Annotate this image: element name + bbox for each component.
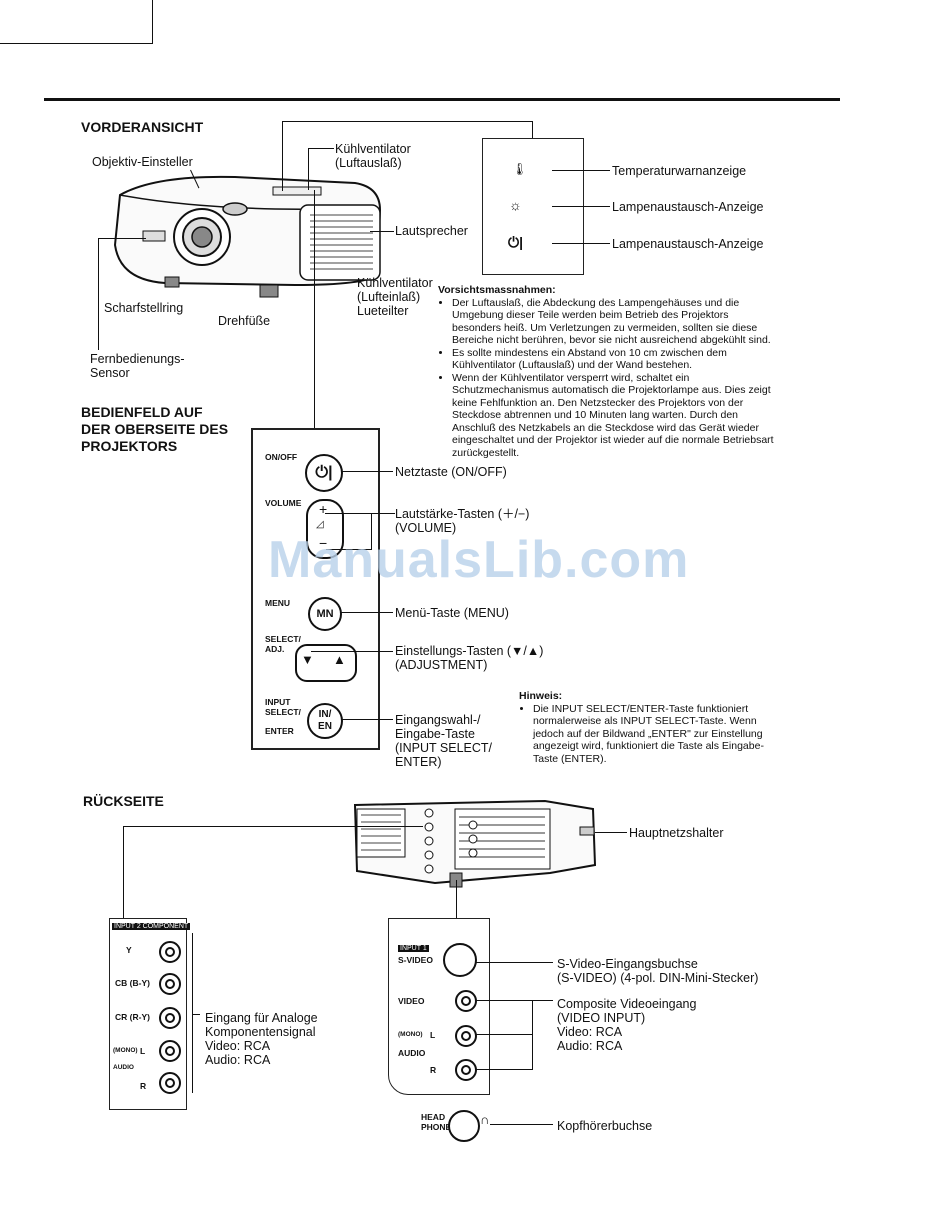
lamp-indicator-label-1: Lampenaustausch-Anzeige — [612, 200, 764, 214]
lamp-indicator-label-2: Lampenaustausch-Anzeige — [612, 237, 764, 251]
select-adj-label: SELECT/ ADJ. — [265, 634, 301, 654]
enter-label: ENTER — [265, 726, 294, 736]
volume-plus[interactable]: + — [319, 501, 328, 517]
power-button[interactable]: ⏻| — [305, 454, 343, 492]
headphone-jack[interactable] — [448, 1110, 480, 1142]
video-jack[interactable] — [455, 990, 477, 1012]
volume-label: VOLUME — [265, 498, 302, 508]
audio-l-jack-2[interactable] — [159, 1040, 181, 1062]
svideo-jack[interactable] — [443, 943, 477, 977]
front-view-heading: VORDERANSICHT — [81, 119, 204, 135]
volume-minus[interactable]: − — [319, 535, 328, 551]
onoff-label: ON/OFF — [265, 452, 298, 462]
lamp-icon: ☼ — [509, 197, 522, 213]
temp-indicator-label: Temperaturwarnanzeige — [612, 164, 747, 178]
power-button-label: Netztaste (ON/OFF) — [395, 465, 507, 479]
adjust-down-button[interactable]: ▼ — [301, 652, 314, 667]
volume-icon: ◿ — [316, 519, 324, 530]
audio-r-jack-2[interactable] — [159, 1072, 181, 1094]
input-select-label: INPUT SELECT/ — [265, 697, 301, 717]
speaker-label: Lautsprecher — [395, 224, 468, 238]
power-icon: ⏻| — [508, 234, 523, 250]
focus-ring-label: Scharfstellring — [104, 301, 184, 315]
input1-title: INPUT 1 — [398, 945, 429, 952]
cooling-fan-in-label: Kühlventilator (Lufteinlaß) Lueteilter — [357, 276, 433, 318]
composite-label: Composite Videoeingang (VIDEO INPUT) Vid… — [557, 997, 697, 1053]
adjust-buttons[interactable] — [295, 644, 357, 682]
headphone-label: Kopfhörerbuchse — [557, 1119, 653, 1133]
temperature-icon: 🌡 — [512, 162, 528, 176]
projector-rear-illustration — [353, 799, 597, 888]
projector-front-illustration — [113, 175, 382, 298]
control-panel-heading: BEDIENFELD AUF DER OBERSEITE DES PROJEKT… — [81, 404, 229, 454]
feet-label: Drehfüße — [218, 314, 271, 328]
menu-button-label: Menü-Taste (MENU) — [395, 606, 509, 620]
remote-sensor-label: Fernbedienungs- Sensor — [90, 352, 185, 380]
rear-heading: RÜCKSEITE — [83, 793, 164, 809]
input-enter-label: Eingangswahl-/ Eingabe-Taste (INPUT SELE… — [395, 713, 493, 769]
top-rule — [44, 98, 840, 101]
adjust-buttons-label: Einstellungs-Tasten (▼/▲) (ADJUSTMENT) — [395, 644, 544, 672]
input2-title: INPUT 2 COMPONENT — [112, 923, 191, 930]
audio-l-jack-1[interactable] — [455, 1025, 477, 1047]
menu-button[interactable]: MN — [308, 597, 342, 631]
svideo-label: S-Video-Eingangsbuchse (S-VIDEO) (4-pol.… — [557, 957, 759, 985]
y-jack[interactable] — [159, 941, 181, 963]
adjust-up-button[interactable]: ▲ — [333, 652, 346, 667]
cooling-fan-out-label: Kühlventilator (Luftauslaß) — [335, 142, 411, 170]
cr-jack[interactable] — [159, 1007, 181, 1029]
note: Hinweis: Die INPUT SELECT/ENTER-Taste fu… — [519, 690, 789, 765]
watermark: ManualsLib.com — [268, 531, 690, 589]
volume-buttons-label: Lautstärke-Tasten (＋/−) (VOLUME) — [395, 507, 530, 535]
headphone-icon: ∩ — [480, 1112, 490, 1127]
component-input-label: Eingang für Analoge Komponentensignal Vi… — [205, 1011, 318, 1067]
audio-r-jack-1[interactable] — [455, 1059, 477, 1081]
precautions: Vorsichtsmassnahmen: Der Luftauslaß, die… — [438, 284, 778, 459]
cb-jack[interactable] — [159, 973, 181, 995]
main-switch-label: Hauptnetzshalter — [629, 826, 724, 840]
lens-adjuster-label: Objektiv-Einsteller — [92, 155, 193, 169]
menu-label: MENU — [265, 598, 291, 608]
volume-buttons[interactable] — [306, 499, 344, 559]
corner-box — [0, 0, 153, 44]
input-enter-button[interactable]: IN/ EN — [307, 703, 343, 739]
